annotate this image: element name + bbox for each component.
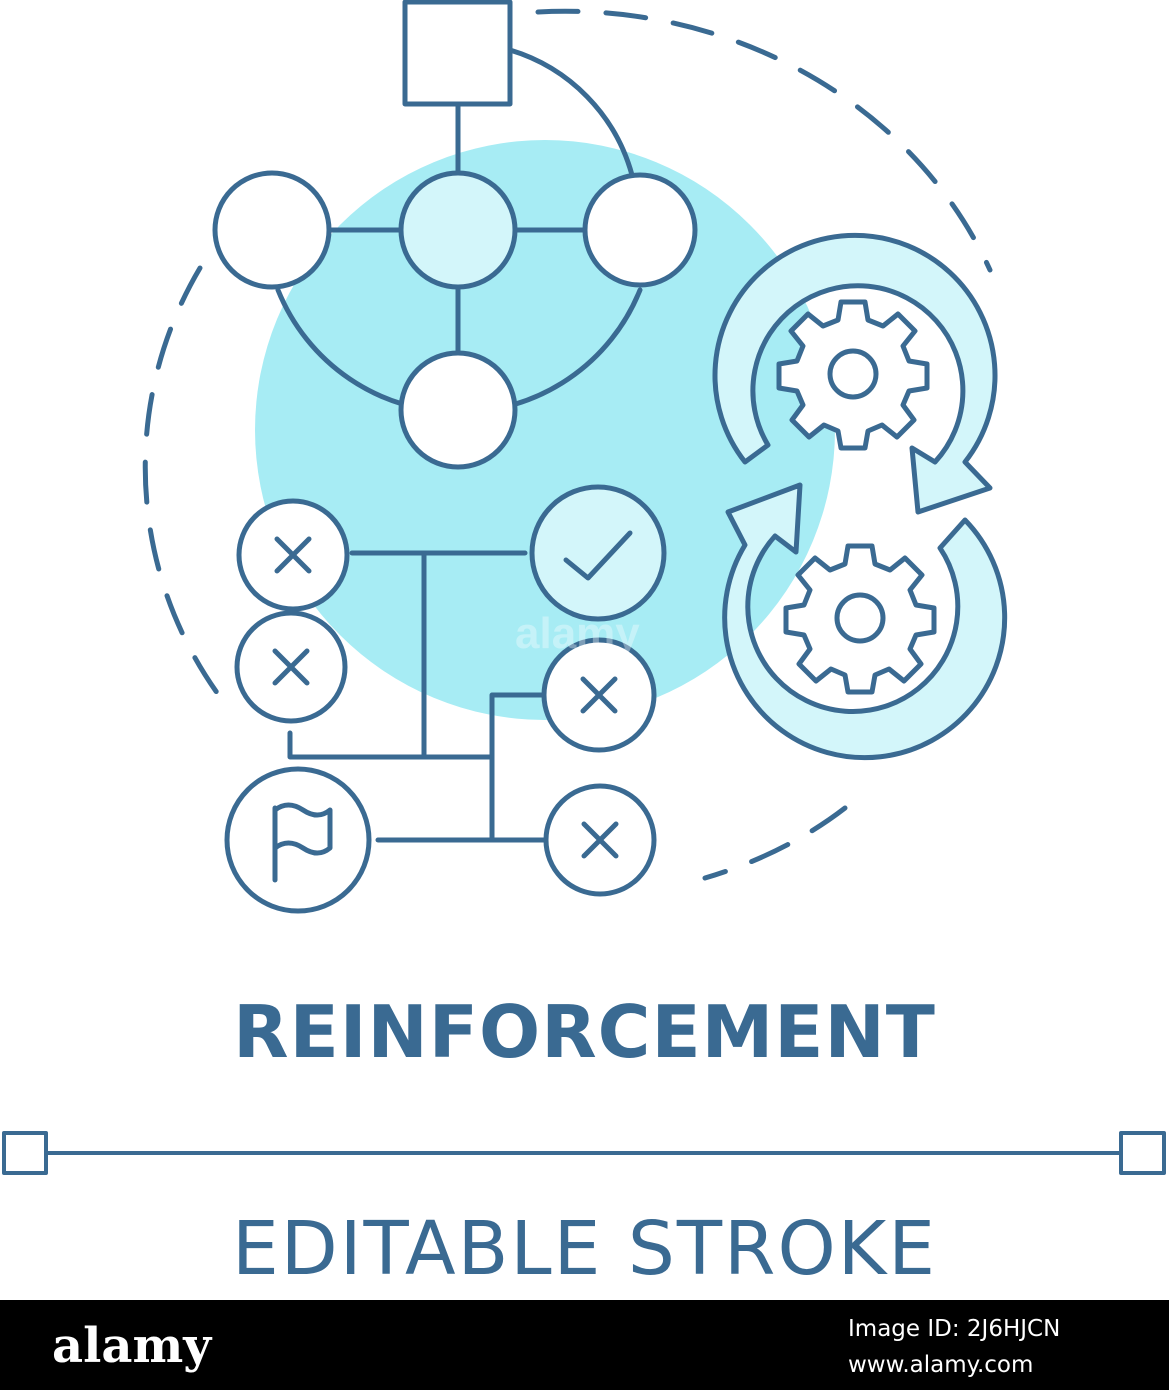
check-mark-icon bbox=[529, 484, 667, 622]
network-node bbox=[582, 172, 698, 288]
flag-icon bbox=[224, 766, 372, 914]
gear-icon bbox=[776, 299, 930, 451]
editable-stroke-label: EDITABLE STROKE bbox=[231, 1206, 938, 1292]
stock-footer-bar: alamy Image ID: 2J6HJCN www.alamy.com bbox=[0, 1300, 1169, 1390]
network-node-center bbox=[398, 170, 518, 290]
cross-mark-icon bbox=[234, 610, 348, 724]
cycle-arrow-upper bbox=[712, 232, 998, 515]
cross-mark-icon bbox=[541, 637, 657, 753]
editable-stroke-handle-icon bbox=[2, 1131, 1166, 1175]
cross-mark-icon bbox=[236, 498, 350, 612]
tree-link bbox=[489, 692, 546, 843]
decision-tree-icon bbox=[224, 484, 667, 914]
gear-icon bbox=[783, 543, 937, 695]
stock-url-link[interactable]: www.alamy.com bbox=[848, 1352, 1034, 1378]
watermark-text: alamy bbox=[515, 609, 640, 658]
cycle-arrows-icon bbox=[712, 232, 1008, 761]
background-circle bbox=[255, 140, 835, 720]
network-diagram bbox=[212, 0, 698, 470]
image-id-label: Image ID: 2J6HJCN bbox=[848, 1316, 1061, 1342]
stock-logo[interactable]: alamy bbox=[52, 1318, 212, 1374]
network-node bbox=[398, 350, 518, 470]
cycle-arrow-lower bbox=[722, 482, 1008, 761]
reinforcement-concept-icon: alamy bbox=[2, 0, 1166, 1175]
tree-link bbox=[287, 730, 495, 760]
dashed-orbit bbox=[142, 8, 993, 881]
cross-mark-icon bbox=[543, 783, 657, 897]
root-square-node bbox=[402, 0, 513, 107]
network-node bbox=[212, 170, 332, 290]
network-top-arc bbox=[507, 47, 635, 178]
concept-title: REINFORCEMENT bbox=[233, 990, 936, 1074]
